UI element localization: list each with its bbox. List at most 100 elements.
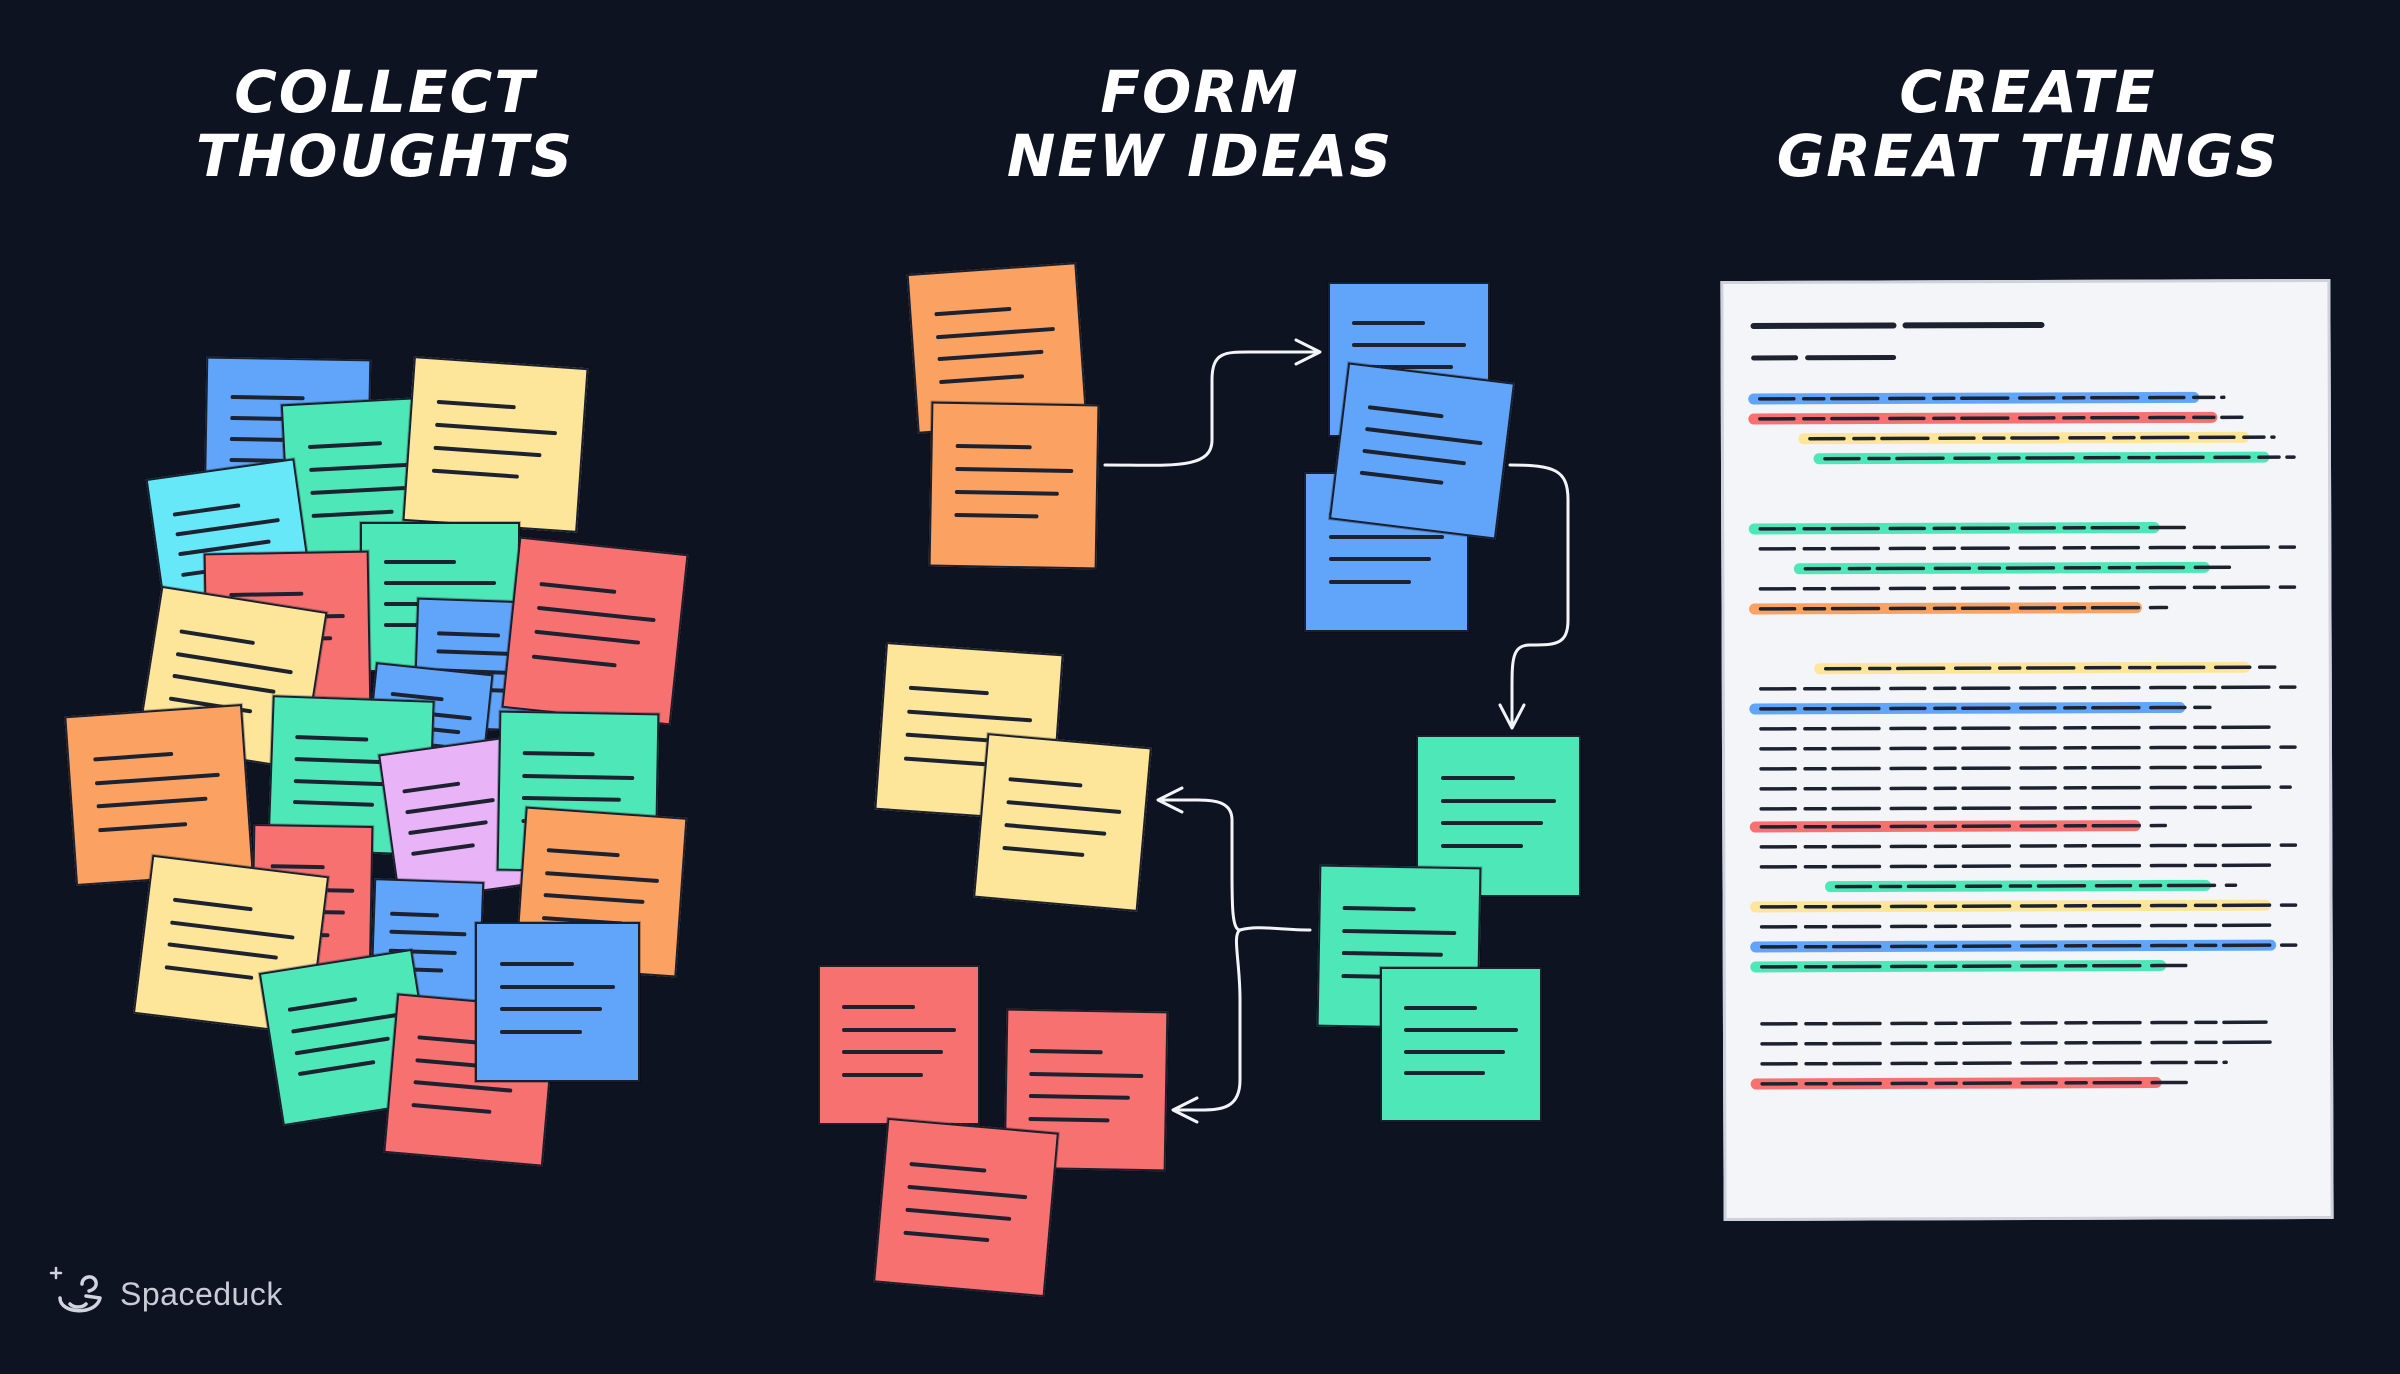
note-text-line [95,772,220,785]
note-text-line [436,399,516,409]
note-text-line [389,911,440,918]
document-text-line [1759,705,2212,711]
note-text-line [937,349,1044,362]
note-text-line [307,440,382,449]
note-text-line [175,517,281,537]
arrow-to-red [1173,928,1242,1112]
arrow-to-yellow-head [1156,786,1184,814]
note-text-line [297,1060,376,1077]
note-text-line [172,673,276,695]
note-text-line [1404,1027,1518,1032]
note-text-line [1007,776,1083,788]
note-text-line [842,1072,924,1077]
document-text-line [1760,1020,2268,1026]
document-text-line [1759,823,2168,829]
note-text-line [411,1102,492,1114]
brand-name: Spaceduck [120,1275,283,1312]
note-text-line [1341,951,1443,957]
note-text-line [167,942,278,960]
note-text-line [904,1207,1012,1221]
note-text-line [1342,905,1416,912]
document-lines [1748,321,2298,1090]
note-text-line [534,630,640,646]
note-text-line [1328,534,1445,539]
document-text-line [1834,883,2238,889]
note-text-line [902,1230,989,1242]
sticky-note-blue [475,922,640,1082]
note-text-line [904,756,994,767]
note-text-line [96,797,208,809]
note-text-line [170,920,295,940]
note-text-line [383,581,496,585]
document-text-line [1803,565,2237,571]
note-text-line [1440,821,1543,826]
heading-form-line-1: FORM [1100,58,1300,126]
note-text-line [230,394,305,401]
note-text-line [295,735,369,742]
note-text-line [1029,1049,1103,1055]
document-text-line [1759,943,2298,949]
note-text-line [1328,557,1431,562]
note-text-line [522,773,635,780]
arrow-orange-to-blue-head [1294,338,1322,366]
duck-logo-icon [46,1262,110,1326]
note-text-line [1352,342,1466,347]
note-text-line [294,1036,391,1055]
note-text-line [435,422,558,435]
note-text-line [955,443,1032,449]
sticky-note-blue [1328,362,1516,540]
note-text-line [1342,928,1456,935]
note-text-line [402,781,461,794]
brand-logo: Spaceduck [46,1262,283,1326]
heading-create-line-1: CREATE [1899,58,2157,126]
sticky-note-green [1380,967,1542,1122]
note-text-line [309,485,413,495]
sticky-note-red [501,536,689,726]
arrow-blue-to-green-head [1498,703,1526,730]
heading-collect-line-1: COLLECT [234,58,536,126]
note-text-line [1367,405,1444,419]
sticky-note-orange [928,401,1100,570]
note-text-line [546,848,620,858]
document-text-line [1759,765,2262,771]
document-text-line [1758,395,2226,401]
arrow-orange-to-blue [1103,350,1320,467]
note-text-line [431,468,520,479]
note-text-line [842,1050,943,1055]
note-text-line [954,489,1060,496]
document-text-line [1759,745,2297,751]
heading-form-line-2: NEW IDEAS [1006,122,1394,190]
note-text-line [411,843,476,856]
note-text-line [291,1012,399,1034]
note-text-line [934,307,1012,317]
note-text-line [909,686,990,696]
note-text-line [1003,822,1107,836]
note-text-line [521,796,621,802]
note-text-line [1364,426,1483,446]
note-text-line [1359,470,1444,486]
note-text-line [1440,843,1524,848]
note-text-line [293,778,395,787]
note-text-line [164,964,254,980]
note-text-line [522,751,595,757]
note-text-line [405,797,495,815]
document-text-line [1758,605,2169,611]
arrow-green-branch [1238,926,1312,932]
note-text-line [408,820,488,836]
note-text-line [907,709,1033,723]
note-text-line [539,582,617,595]
sticky-note-yellow [402,356,589,533]
document-text-line [1759,685,2297,691]
document-text-line [1759,863,2278,869]
note-text-line [1029,1071,1143,1078]
note-text-line [532,654,618,667]
note-text-line [954,512,1039,519]
document-text-line [1758,525,2186,531]
document-text-line [1823,665,2277,671]
note-text-line [1352,364,1453,369]
note-text-line [1362,448,1467,466]
note-text-line [1404,1049,1505,1054]
note-text-line [1028,1094,1130,1100]
note-text-line [437,631,501,638]
